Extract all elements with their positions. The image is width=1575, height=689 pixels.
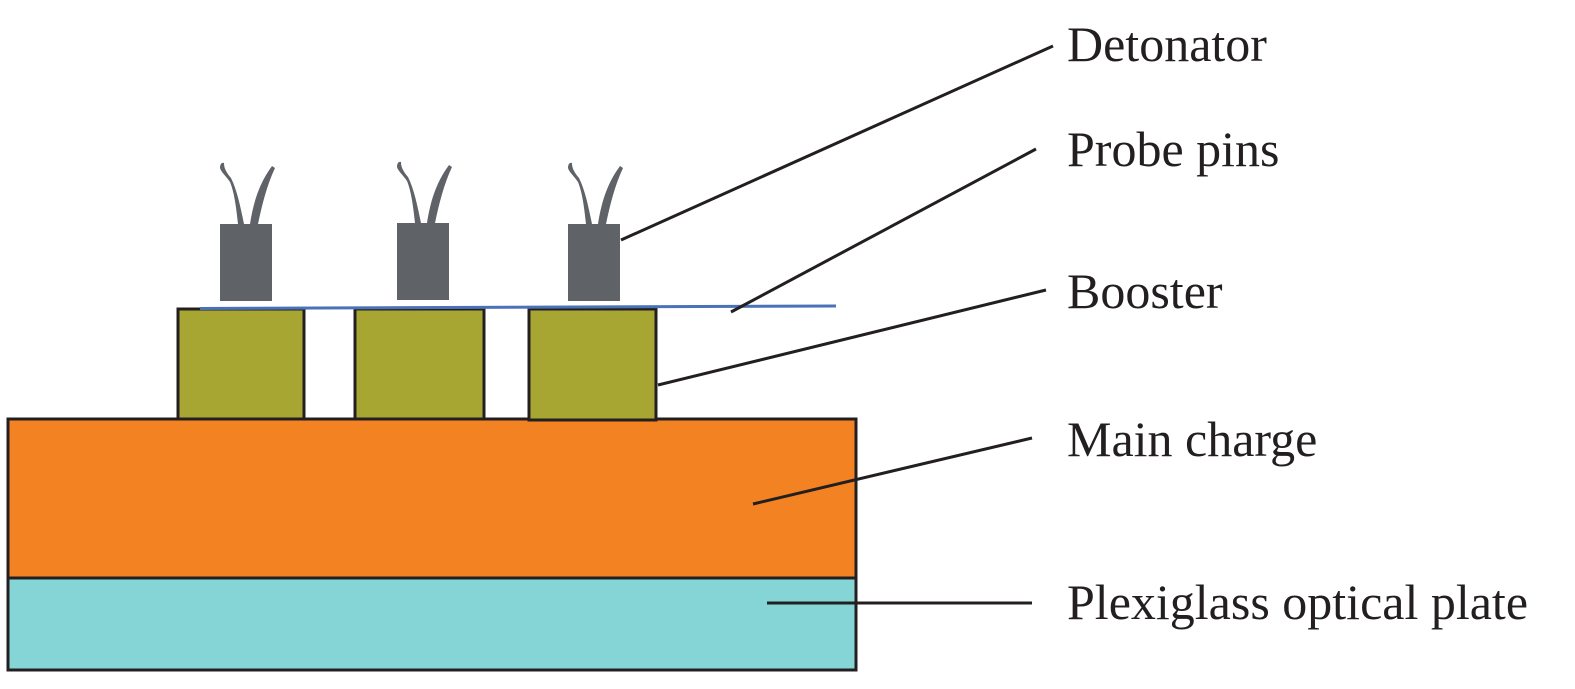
- detonator-wire-left: [397, 161, 421, 223]
- leader-detonator: [620, 44, 1054, 242]
- label-main-charge: Main charge: [1067, 411, 1317, 467]
- detonator-body: [397, 223, 449, 300]
- detonator-wire-right: [250, 166, 275, 224]
- detonator-wire-left: [220, 162, 244, 224]
- leader-booster: [657, 288, 1047, 387]
- detonator-body: [220, 224, 272, 301]
- detonator-wire-left: [568, 162, 592, 224]
- label-booster: Booster: [1067, 263, 1223, 319]
- detonator-wire-right: [427, 165, 452, 223]
- booster-1: [176, 307, 306, 421]
- label-plexiglass: Plexiglass optical plate: [1067, 574, 1528, 630]
- probe-pins-line: [199, 304, 837, 310]
- leader-probe-pins: [730, 147, 1037, 314]
- booster-3: [527, 307, 658, 422]
- detonator-body: [568, 224, 620, 301]
- detonator-3: [568, 162, 623, 301]
- leader-main-charge: [752, 436, 1033, 506]
- label-detonator: Detonator: [1067, 16, 1267, 72]
- main-charge: [6, 417, 858, 580]
- booster-2: [353, 307, 486, 421]
- detonator-wire-right: [598, 166, 623, 224]
- detonator-1: [220, 162, 275, 301]
- plexiglass-plate: [6, 576, 858, 672]
- detonator-2: [397, 161, 452, 300]
- label-probe-pins: Probe pins: [1067, 121, 1280, 177]
